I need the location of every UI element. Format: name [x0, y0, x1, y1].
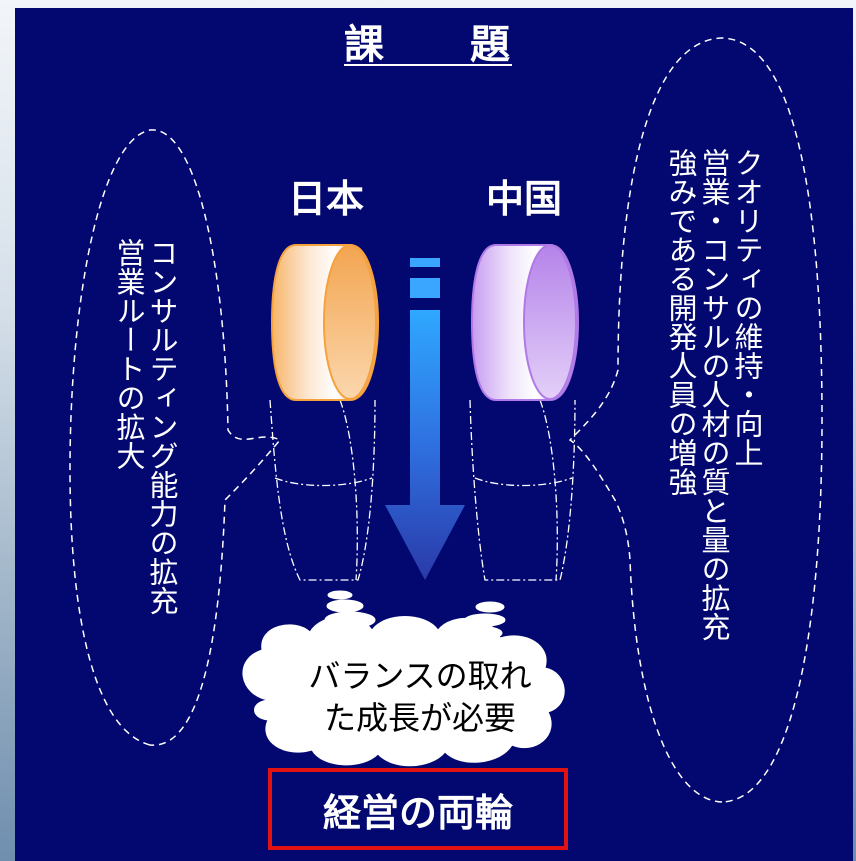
china-label: 中国 — [485, 177, 562, 221]
right-bubble-text: クオリティの維持・向上 営業・コンサルの人材の質と量の拡充 強みである開発人員の… — [664, 148, 764, 708]
cloud-text: バランスの取れ た成長が必要 — [270, 655, 570, 739]
right-bubble-line-1: クオリティの維持・向上 — [730, 148, 764, 467]
footer-label: 経営の両輪 — [322, 790, 513, 835]
page-title: 課 題 — [344, 22, 512, 68]
china-wheel-trail — [469, 399, 576, 581]
japan-wheel-trail — [269, 399, 376, 581]
japan-label: 日本 — [287, 177, 364, 221]
left-bubble-line-1: コンサルティング能力の拡充 — [145, 238, 179, 615]
right-speech-bubble — [568, 37, 823, 803]
down-arrow-icon — [385, 258, 465, 580]
right-bubble-line-3: 強みである開発人員の増強 — [664, 148, 698, 496]
left-bubble-text: コンサルティング能力の拡充 営業ルートの拡大 — [112, 238, 179, 698]
footer-banner: 経営の両輪 — [268, 768, 568, 850]
china-wheel — [470, 244, 580, 401]
cloud-line-2: た成長が必要 — [323, 699, 516, 737]
japan-wheel — [270, 244, 380, 401]
left-bubble-line-2: 営業ルートの拡大 — [112, 238, 146, 470]
cloud-shape — [242, 616, 565, 767]
right-bubble-line-2: 営業・コンサルの人材の質と量の拡充 — [697, 148, 731, 641]
cloud-line-1: バランスの取れ — [308, 657, 532, 695]
left-speech-bubble — [69, 129, 282, 746]
